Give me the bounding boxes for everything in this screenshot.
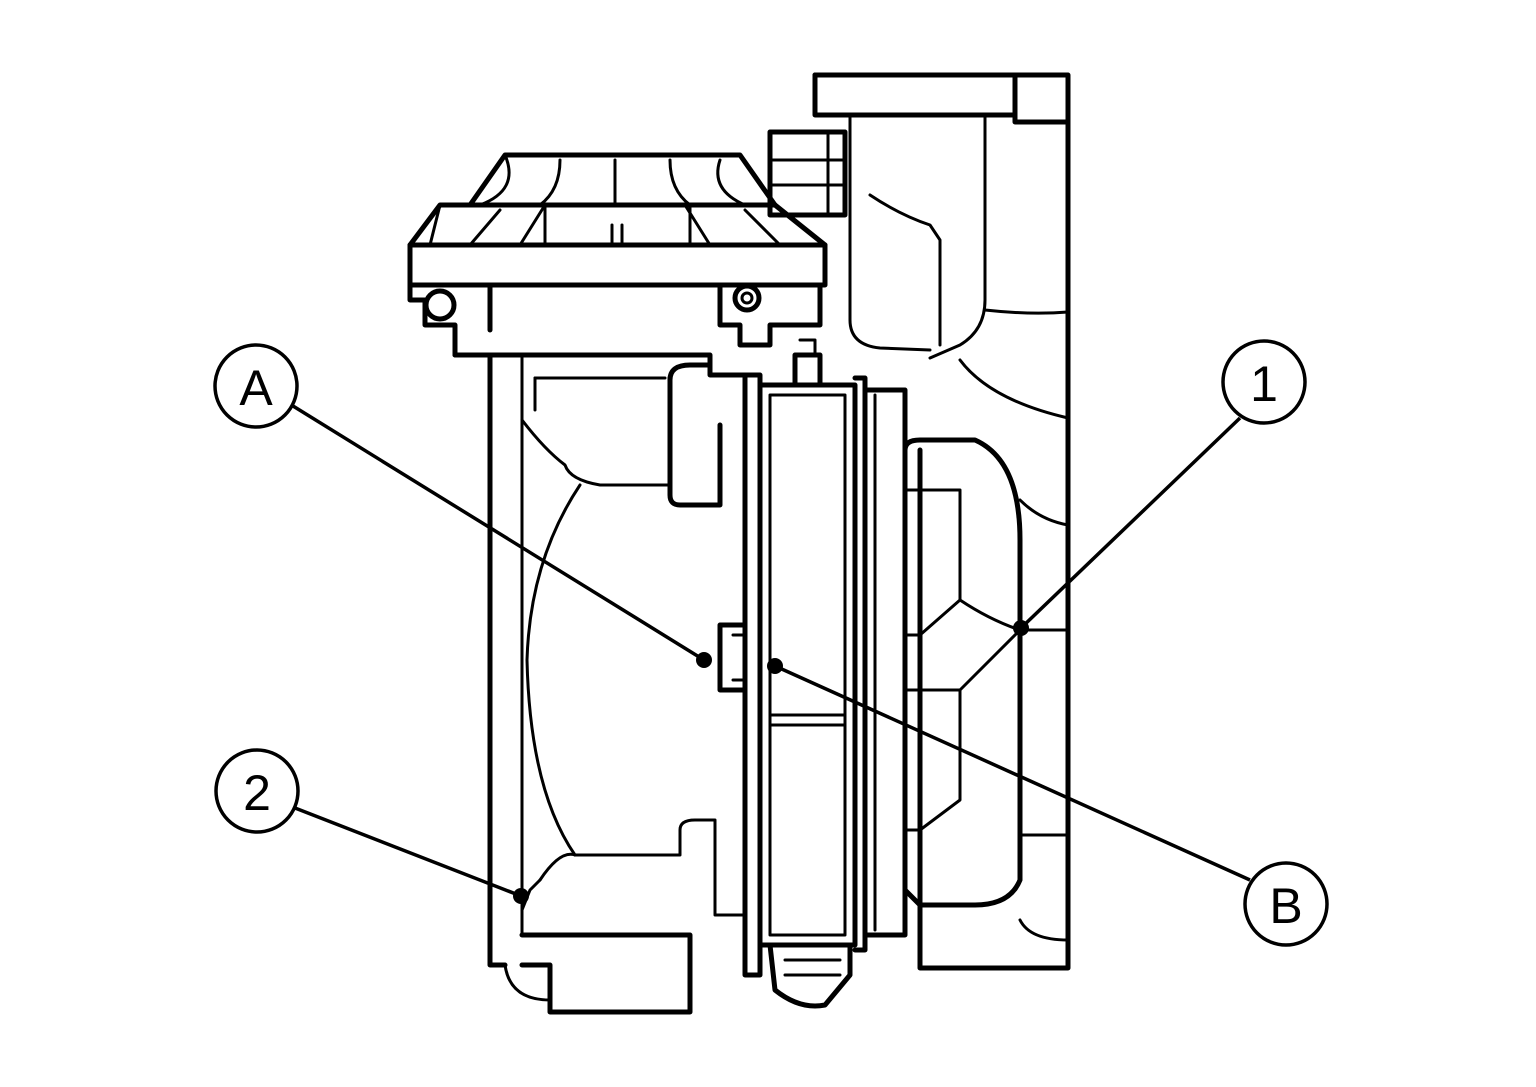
- point-B: [767, 658, 783, 674]
- point-A: [696, 652, 712, 668]
- leader-line-2: [294, 806, 522, 898]
- point-2: [513, 888, 529, 904]
- point-1: [1013, 620, 1029, 636]
- callout-B-label: B: [1269, 878, 1302, 934]
- side-passage: [902, 437, 1023, 908]
- callout-1: 1: [1221, 339, 1307, 425]
- callout-A: A: [213, 343, 299, 429]
- upper-connector: [767, 129, 848, 218]
- main-body: [407, 282, 823, 1015]
- leader-line-A: [292, 404, 705, 662]
- callout-A-label: A: [239, 360, 273, 416]
- upper-cover: [407, 152, 828, 288]
- callout-2-label: 2: [243, 765, 271, 821]
- valve-assembly: [717, 338, 908, 1009]
- leader-line-B: [774, 664, 1251, 882]
- callout-B: B: [1243, 861, 1329, 947]
- leader-line-1: [1019, 416, 1242, 630]
- callout-1-label: 1: [1250, 356, 1278, 412]
- callout-2: 2: [214, 748, 300, 834]
- rear-housing: [812, 72, 1071, 971]
